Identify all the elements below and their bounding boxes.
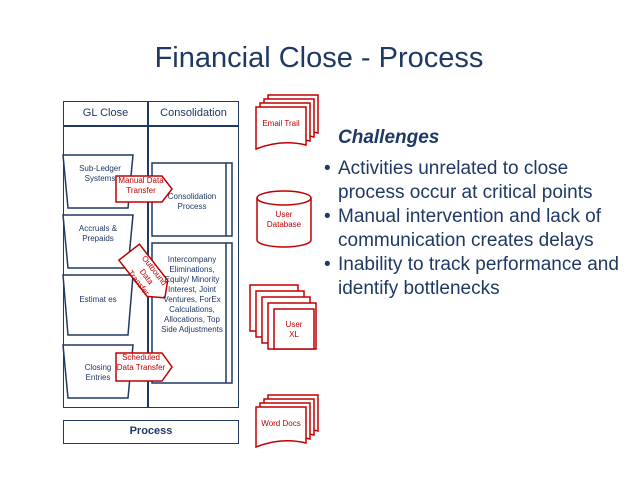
email-trail-label: Email Trail — [262, 119, 300, 128]
word-docs-stack — [255, 394, 319, 449]
challenges-heading: Challenges — [338, 127, 440, 148]
challenge-item: •Manual intervention and lack of communi… — [324, 206, 601, 251]
email-trail-stack — [255, 94, 319, 151]
challenge-item: •Activities unrelated to close process o… — [324, 158, 593, 203]
challenges-list: •Activities unrelated to close process o… — [324, 157, 624, 301]
word-docs-label: Word Docs — [261, 419, 301, 428]
manual-transfer-arrow — [115, 175, 173, 203]
gl-step-label: Accruals & Prepaids — [78, 224, 118, 243]
scheduled-transfer-label: Scheduled Data Transfer — [116, 353, 166, 372]
consolidation-box — [151, 162, 233, 237]
consolidation-step-label: Consolidation Process — [167, 192, 217, 211]
gl-close-header: GL Close — [63, 101, 148, 126]
user-database-cylinder — [256, 190, 312, 248]
outbound-transfer-arrow — [117, 243, 169, 299]
gl-step-shape — [62, 274, 134, 336]
user-xl-stack — [249, 284, 317, 350]
scheduled-transfer-arrow — [115, 352, 173, 382]
challenge-item: •Inability to track performance and iden… — [324, 254, 619, 299]
gl-step-label: Estimat es — [79, 295, 117, 304]
gl-step-label: Sub-Ledger Systems — [79, 164, 121, 183]
gl-step-label: Closing Entries — [84, 363, 112, 382]
manual-transfer-label: Manual Data Transfer — [118, 176, 164, 195]
process-footer: Process — [63, 420, 239, 444]
user-database-label: User Database — [266, 210, 302, 229]
consolidation-step-label: Intercompany Eliminations, Equity/ Minor… — [161, 255, 223, 334]
page-title: Financial Close - Process — [154, 42, 484, 74]
consolidation-header: Consolidation — [148, 101, 239, 126]
user-xl-label: User XL — [285, 320, 303, 339]
